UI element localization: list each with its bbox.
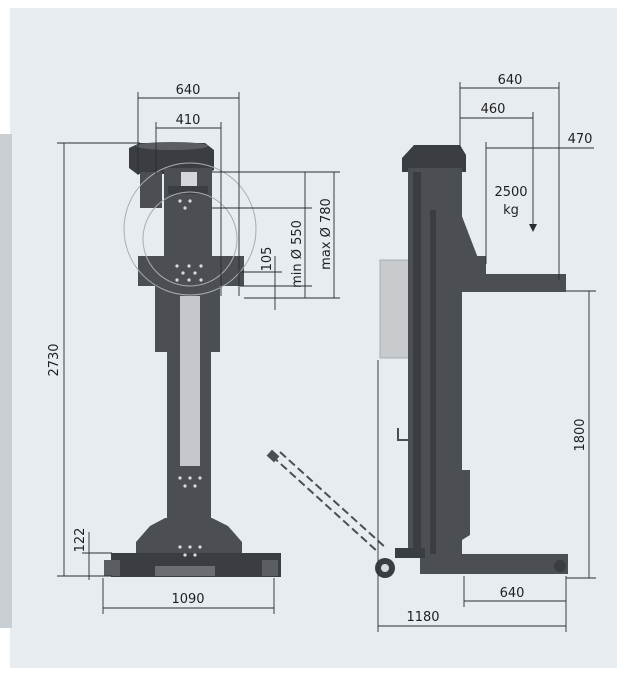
dim-front-410: 410 xyxy=(155,113,222,296)
side-view-lift xyxy=(266,145,568,578)
dim-front-122: 122 xyxy=(73,528,112,580)
dim-front-105: 105 xyxy=(240,247,282,310)
label-side-460: 460 xyxy=(481,102,506,117)
front-view-lift xyxy=(104,142,281,577)
label-front-1090: 1090 xyxy=(171,592,204,607)
dim-front-min-550: min Ø 550 xyxy=(212,172,312,298)
label-side-1800: 1800 xyxy=(573,418,588,451)
label-front-122: 122 xyxy=(73,528,88,553)
load-capacity-label: 2500 kg xyxy=(494,185,527,218)
dim-side-640-top: 640 xyxy=(459,73,560,280)
label-front-640: 640 xyxy=(176,83,201,98)
label-max-diameter: max Ø 780 xyxy=(319,198,334,270)
dim-side-1800: 1800 xyxy=(566,290,596,579)
dim-side-1180: 1180 xyxy=(377,360,567,632)
dim-side-470: 470 xyxy=(485,132,594,264)
dim-side-640-base: 640 xyxy=(463,576,567,607)
label-side-640-base: 640 xyxy=(500,586,525,601)
label-front-410: 410 xyxy=(176,113,201,128)
dim-front-max-780: max Ø 780 xyxy=(212,171,340,299)
dim-front-640: 640 xyxy=(137,83,240,296)
label-load-value: 2500 xyxy=(494,185,527,200)
sidebar-strip xyxy=(0,134,12,628)
front-view-bolt-holes xyxy=(175,199,203,557)
label-front-105: 105 xyxy=(260,247,275,272)
label-front-2730: 2730 xyxy=(47,343,62,376)
label-load-unit: kg xyxy=(503,203,519,218)
dim-front-2730: 2730 xyxy=(47,142,140,577)
label-min-diameter: min Ø 550 xyxy=(290,220,305,288)
dim-side-460: 460 xyxy=(460,102,537,232)
label-side-470: 470 xyxy=(568,132,593,147)
label-side-640-top: 640 xyxy=(498,73,523,88)
dim-front-1090: 1090 xyxy=(102,578,275,614)
label-side-1180: 1180 xyxy=(406,610,439,625)
wheel-diameter-circles xyxy=(123,162,257,296)
